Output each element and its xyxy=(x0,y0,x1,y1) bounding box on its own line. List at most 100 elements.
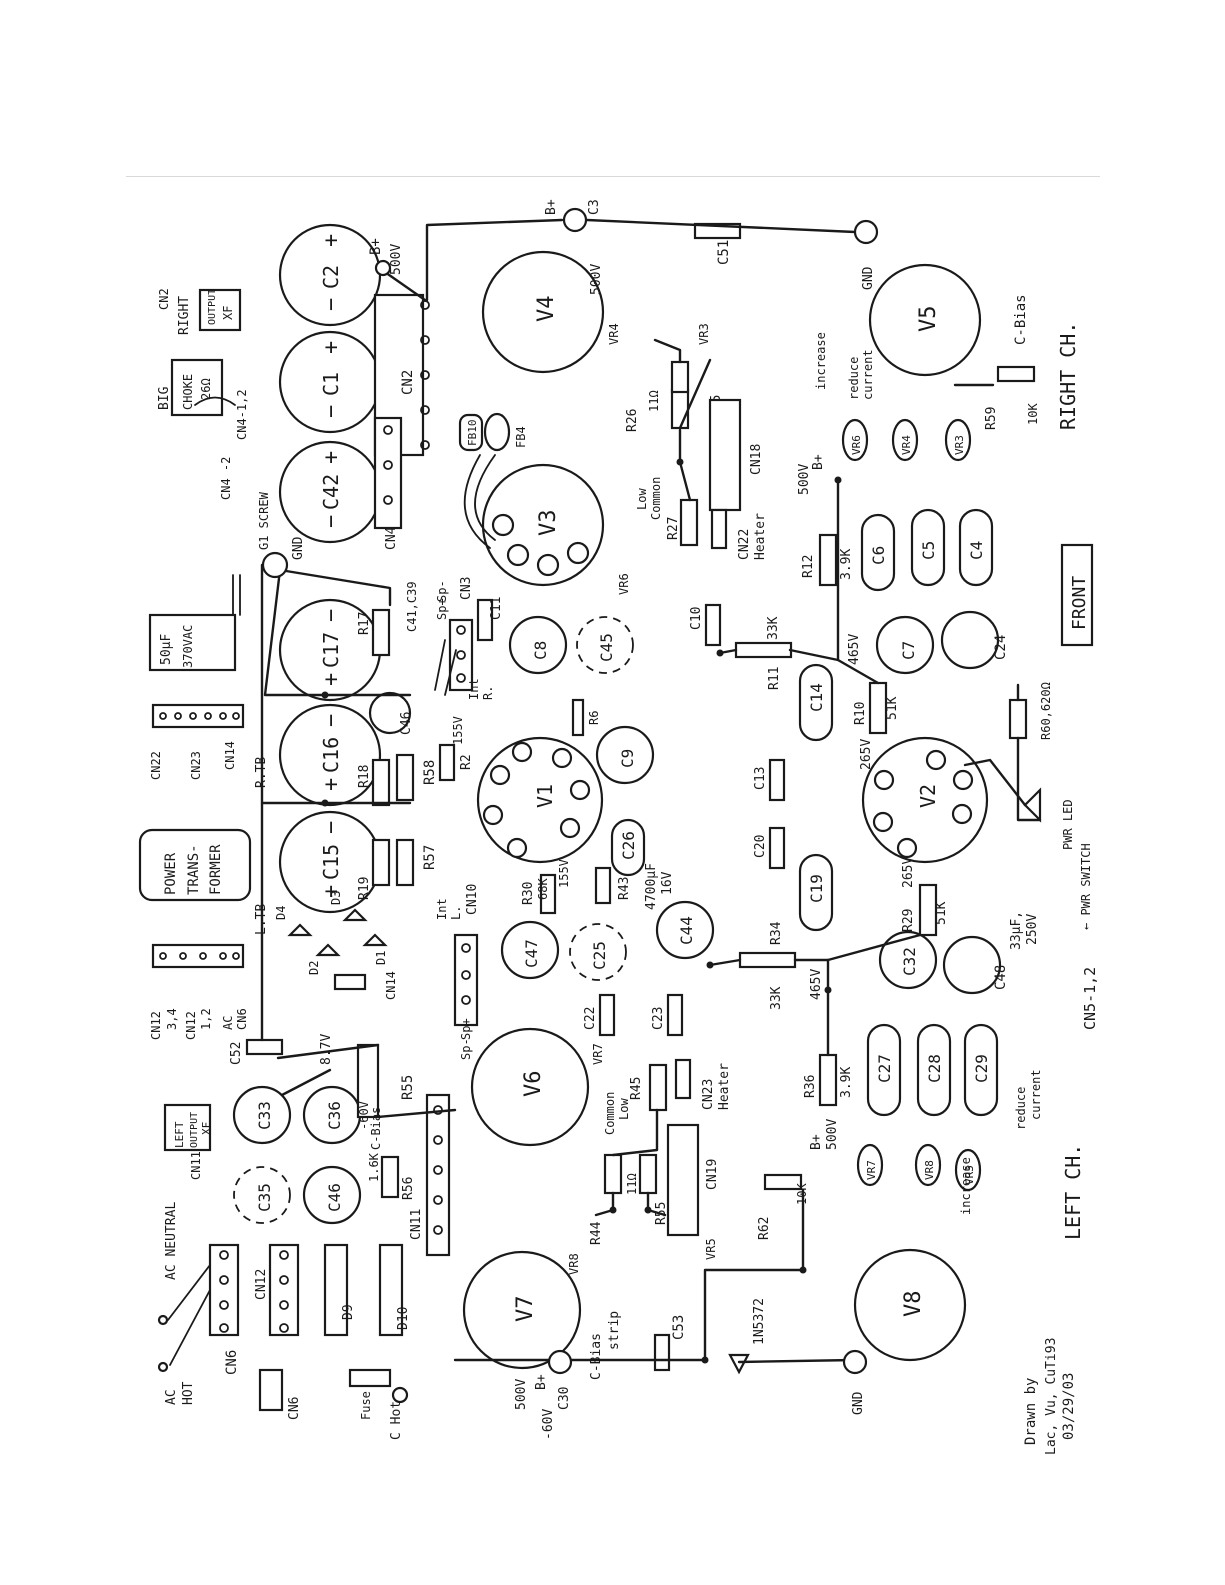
svg-text:CN11: CN11 xyxy=(409,1209,424,1240)
current-label-right: current xyxy=(861,349,875,400)
r44-label: R44 xyxy=(589,1221,604,1245)
node-bias xyxy=(701,1356,709,1364)
resistor-r35 xyxy=(738,951,797,969)
r29-label: R29 xyxy=(901,909,916,932)
front-box xyxy=(1060,543,1094,647)
cn14-tb-label: CN14 xyxy=(223,741,237,770)
c3-label: C3 xyxy=(587,199,602,215)
capacitor-c35: C46 xyxy=(302,1165,362,1225)
pot-vr3: VR3 xyxy=(944,418,972,462)
tube-v7: V7 xyxy=(462,1250,582,1370)
r30-label: R30 xyxy=(521,882,536,905)
diode-1n5372: 1N5372 xyxy=(728,1298,767,1375)
common-low-label: Common xyxy=(603,1092,617,1135)
tube-v2: V2 xyxy=(861,736,989,864)
svg-text:C46: C46 xyxy=(325,1183,344,1212)
r12-value: 3.9K xyxy=(839,549,854,580)
resistor-r17 xyxy=(371,608,391,657)
svg-text:+: + xyxy=(319,673,344,686)
svg-text:LEFT: LEFT xyxy=(173,1121,186,1148)
g1-screw-terminal xyxy=(261,551,289,579)
svg-text:C42: C42 xyxy=(319,474,343,510)
svg-text:50μF: 50μF xyxy=(159,634,174,665)
r55-label: R55 xyxy=(400,1075,416,1100)
choke-leads xyxy=(194,396,236,406)
svg-text:+: + xyxy=(319,451,344,464)
r56-value: 1.6K xyxy=(367,1152,381,1182)
diodes-bridge: D4 D2 D3 D1 xyxy=(274,891,388,975)
svg-text:D4: D4 xyxy=(274,906,288,920)
svg-text:C14: C14 xyxy=(807,683,826,712)
svg-text:CN22: CN22 xyxy=(737,529,752,560)
cn11-output-label: CN11 xyxy=(189,1151,203,1180)
connector-cn12: CN12 xyxy=(254,1243,300,1337)
ac-neutral-label: AC NEUTRAL xyxy=(164,1202,179,1280)
pwr-switch-label: ← PWR SWITCH xyxy=(1079,843,1093,930)
wire-c52-r55 xyxy=(276,1043,380,1060)
svg-text:V2: V2 xyxy=(916,784,940,808)
resistor-r62 xyxy=(763,1173,803,1191)
c11-label: C11 xyxy=(489,597,504,620)
node-r12 xyxy=(834,476,842,484)
low-common-label: Low xyxy=(635,488,649,510)
pot-vr4: VR4 xyxy=(891,418,919,462)
svg-text:C16: C16 xyxy=(319,737,343,773)
connector-cn18: CN18 xyxy=(708,398,764,512)
resistor-r29 xyxy=(918,883,938,937)
connector-cn22: CN22 Heater xyxy=(710,508,768,560)
svg-text:FB10: FB10 xyxy=(466,420,479,447)
resistor-r36 xyxy=(818,1053,838,1107)
c51-label: C51 xyxy=(716,240,732,265)
wire-c17 xyxy=(263,568,412,697)
capacitor-c16: + C16 − xyxy=(278,703,382,807)
capacitor-c23 xyxy=(666,993,684,1037)
r26-label: R26 xyxy=(625,409,640,432)
capacitor-c5: C5 xyxy=(910,508,946,587)
svg-text:370VAC: 370VAC xyxy=(181,625,195,668)
terminal-block-l: L.TB xyxy=(151,904,269,969)
r10-label: R10 xyxy=(853,702,868,725)
svg-text:−: − xyxy=(319,298,344,311)
resistor-r55 xyxy=(356,1043,380,1119)
wire-r35-left xyxy=(708,958,742,967)
svg-text:POWER: POWER xyxy=(163,852,179,895)
pot-vr7: VR7 xyxy=(856,1143,884,1187)
tube-v3: V3 xyxy=(481,463,605,587)
resistor-r26 xyxy=(670,388,690,430)
capacitor-c45: C45 xyxy=(576,616,634,674)
low-common-label-2: Common xyxy=(649,477,663,520)
svg-text:CN14: CN14 xyxy=(384,971,398,1000)
c-bias-strip-label-2: strip xyxy=(607,1311,622,1350)
cn12-34-label-2: 3,4 xyxy=(165,1008,179,1030)
r58-label: R58 xyxy=(422,760,438,785)
vr8-arrow-label: VR8 xyxy=(567,1253,581,1275)
svg-text:C25: C25 xyxy=(590,941,609,970)
svg-text:26Ω: 26Ω xyxy=(199,378,213,400)
c-bias-label-right: C-Bias xyxy=(1013,294,1029,345)
voltage-500v-r12: 500V xyxy=(797,464,812,495)
svg-text:C27: C27 xyxy=(875,1054,894,1083)
wire-465v-right xyxy=(788,648,880,685)
voltage-265v-v2: 265V xyxy=(901,857,916,888)
reduce-label-right: reduce xyxy=(847,357,861,400)
r36-label: R36 xyxy=(803,1075,818,1098)
voltage-500v-top: 500V xyxy=(589,264,604,295)
capacitor-c24: C26 xyxy=(610,818,646,877)
int-l-label-2: L. xyxy=(449,906,463,920)
resistor-r18 xyxy=(371,758,391,807)
voltage-neg60-c36: -60V xyxy=(357,1101,371,1130)
svg-text:C47: C47 xyxy=(522,939,541,968)
capacitor-c33: C35 xyxy=(233,1166,291,1224)
gnd-label-top: GND xyxy=(861,266,876,290)
front-label: FRONT xyxy=(1069,576,1090,630)
connector-cn10: CN10 xyxy=(453,884,480,1027)
terminal-block-r: R.TB xyxy=(151,703,269,788)
bplus-label-r12: B+ xyxy=(811,454,826,470)
svg-text:C5: C5 xyxy=(919,541,938,560)
r36-value: 3.9K xyxy=(839,1067,854,1098)
svg-text:D1: D1 xyxy=(374,951,388,965)
gnd-label-bottom: GND xyxy=(851,1391,866,1415)
big-choke: BIG CHOKE 26Ω xyxy=(157,358,224,417)
r62-label: R62 xyxy=(757,1217,772,1240)
wire-c32-8v7 xyxy=(280,1068,332,1097)
